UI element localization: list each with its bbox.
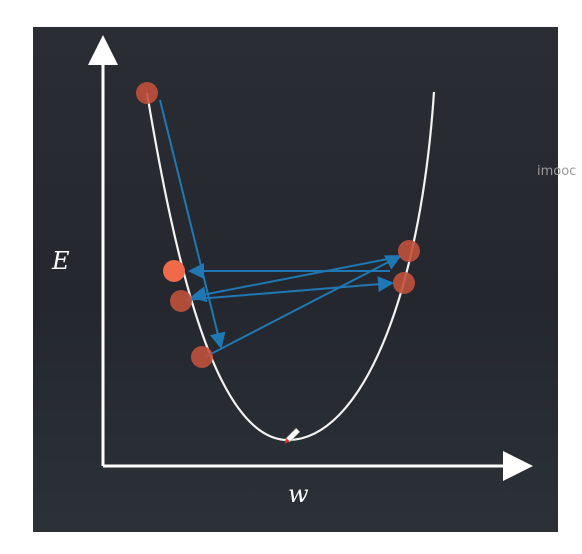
step-point (191, 346, 213, 368)
step-point (170, 290, 192, 312)
current-point (163, 260, 185, 282)
step-point (398, 240, 420, 262)
pencil-icon (284, 427, 301, 444)
y-axis-label: E (52, 247, 70, 275)
step-arrow (184, 276, 394, 301)
watermark-text: imooc (537, 164, 577, 179)
step-point (136, 82, 158, 104)
x-axis-label: w (288, 480, 309, 508)
step-arrow (204, 255, 402, 358)
step-point (393, 272, 415, 294)
diagram-panel (33, 27, 558, 532)
error-curve (145, 91, 436, 442)
step-arrow (190, 256, 399, 303)
step-arrow (159, 99, 226, 349)
